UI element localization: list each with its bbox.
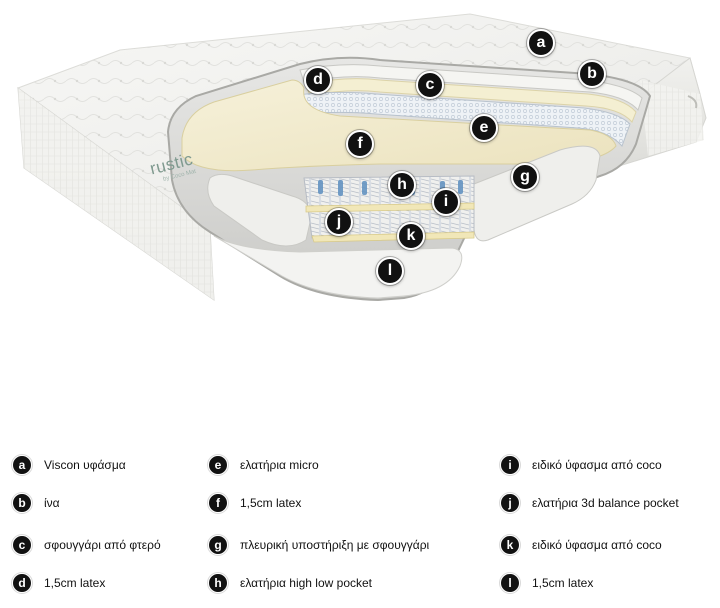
legend-item-j: j ελατήρια 3d balance pocket — [500, 490, 720, 516]
legend-item-a: a Viscon υφάσμα — [12, 452, 272, 478]
legend-text-f: 1,5cm latex — [240, 496, 302, 510]
legend-item-i: i ειδικό ύφασμα από coco — [500, 452, 720, 478]
marker-h: h — [388, 171, 416, 199]
legend-item-l: l 1,5cm latex — [500, 570, 720, 596]
legend-item-g: g πλευρική υποστήριξη με σφουγγάρι — [208, 532, 468, 558]
legend-badge-h: h — [208, 573, 228, 593]
legend-text-j: ελατήρια 3d balance pocket — [532, 496, 679, 510]
marker-i: i — [432, 188, 460, 216]
marker-f: f — [346, 130, 374, 158]
legend-text-d: 1,5cm latex — [44, 576, 106, 590]
legend-text-e: ελατήρια micro — [240, 458, 319, 472]
legend-item-d: d 1,5cm latex — [12, 570, 272, 596]
legend-item-b: b ίνα — [12, 490, 272, 516]
marker-c: c — [416, 71, 444, 99]
legend-item-k: k ειδικό ύφασμα από coco — [500, 532, 720, 558]
legend: a Viscon υφάσμα b ίνα c σφουγγάρι από φτ… — [0, 452, 720, 602]
mattress-cutaway-drawing — [16, 13, 707, 302]
marker-k: k — [397, 222, 425, 250]
legend-badge-l: l — [500, 573, 520, 593]
legend-badge-b: b — [12, 493, 32, 513]
marker-l: l — [376, 257, 404, 285]
marker-e: e — [470, 114, 498, 142]
marker-d: d — [304, 66, 332, 94]
legend-item-e: e ελατήρια micro — [208, 452, 468, 478]
legend-text-b: ίνα — [44, 496, 60, 510]
legend-badge-d: d — [12, 573, 32, 593]
legend-text-a: Viscon υφάσμα — [44, 458, 126, 472]
legend-text-h: ελατήρια high low pocket — [240, 576, 372, 590]
marker-j: j — [325, 208, 353, 236]
legend-badge-f: f — [208, 493, 228, 513]
legend-badge-k: k — [500, 535, 520, 555]
legend-item-c: c σφουγγάρι από φτερό — [12, 532, 272, 558]
legend-text-g: πλευρική υποστήριξη με σφουγγάρι — [240, 538, 430, 552]
legend-text-i: ειδικό ύφασμα από coco — [532, 458, 662, 472]
legend-item-f: f 1,5cm latex — [208, 490, 468, 516]
legend-badge-e: e — [208, 455, 228, 475]
legend-text-c: σφουγγάρι από φτερό — [44, 538, 161, 552]
legend-badge-i: i — [500, 455, 520, 475]
legend-badge-c: c — [12, 535, 32, 555]
legend-badge-j: j — [500, 493, 520, 513]
legend-text-l: 1,5cm latex — [532, 576, 594, 590]
legend-badge-a: a — [12, 455, 32, 475]
legend-item-h: h ελατήρια high low pocket — [208, 570, 468, 596]
marker-a: a — [527, 29, 555, 57]
legend-badge-g: g — [208, 535, 228, 555]
legend-text-k: ειδικό ύφασμα από coco — [532, 538, 662, 552]
marker-g: g — [511, 163, 539, 191]
marker-b: b — [578, 60, 606, 88]
mattress-illustration: rustic by Coco Mat a b c d e f g h i j k… — [16, 13, 707, 302]
